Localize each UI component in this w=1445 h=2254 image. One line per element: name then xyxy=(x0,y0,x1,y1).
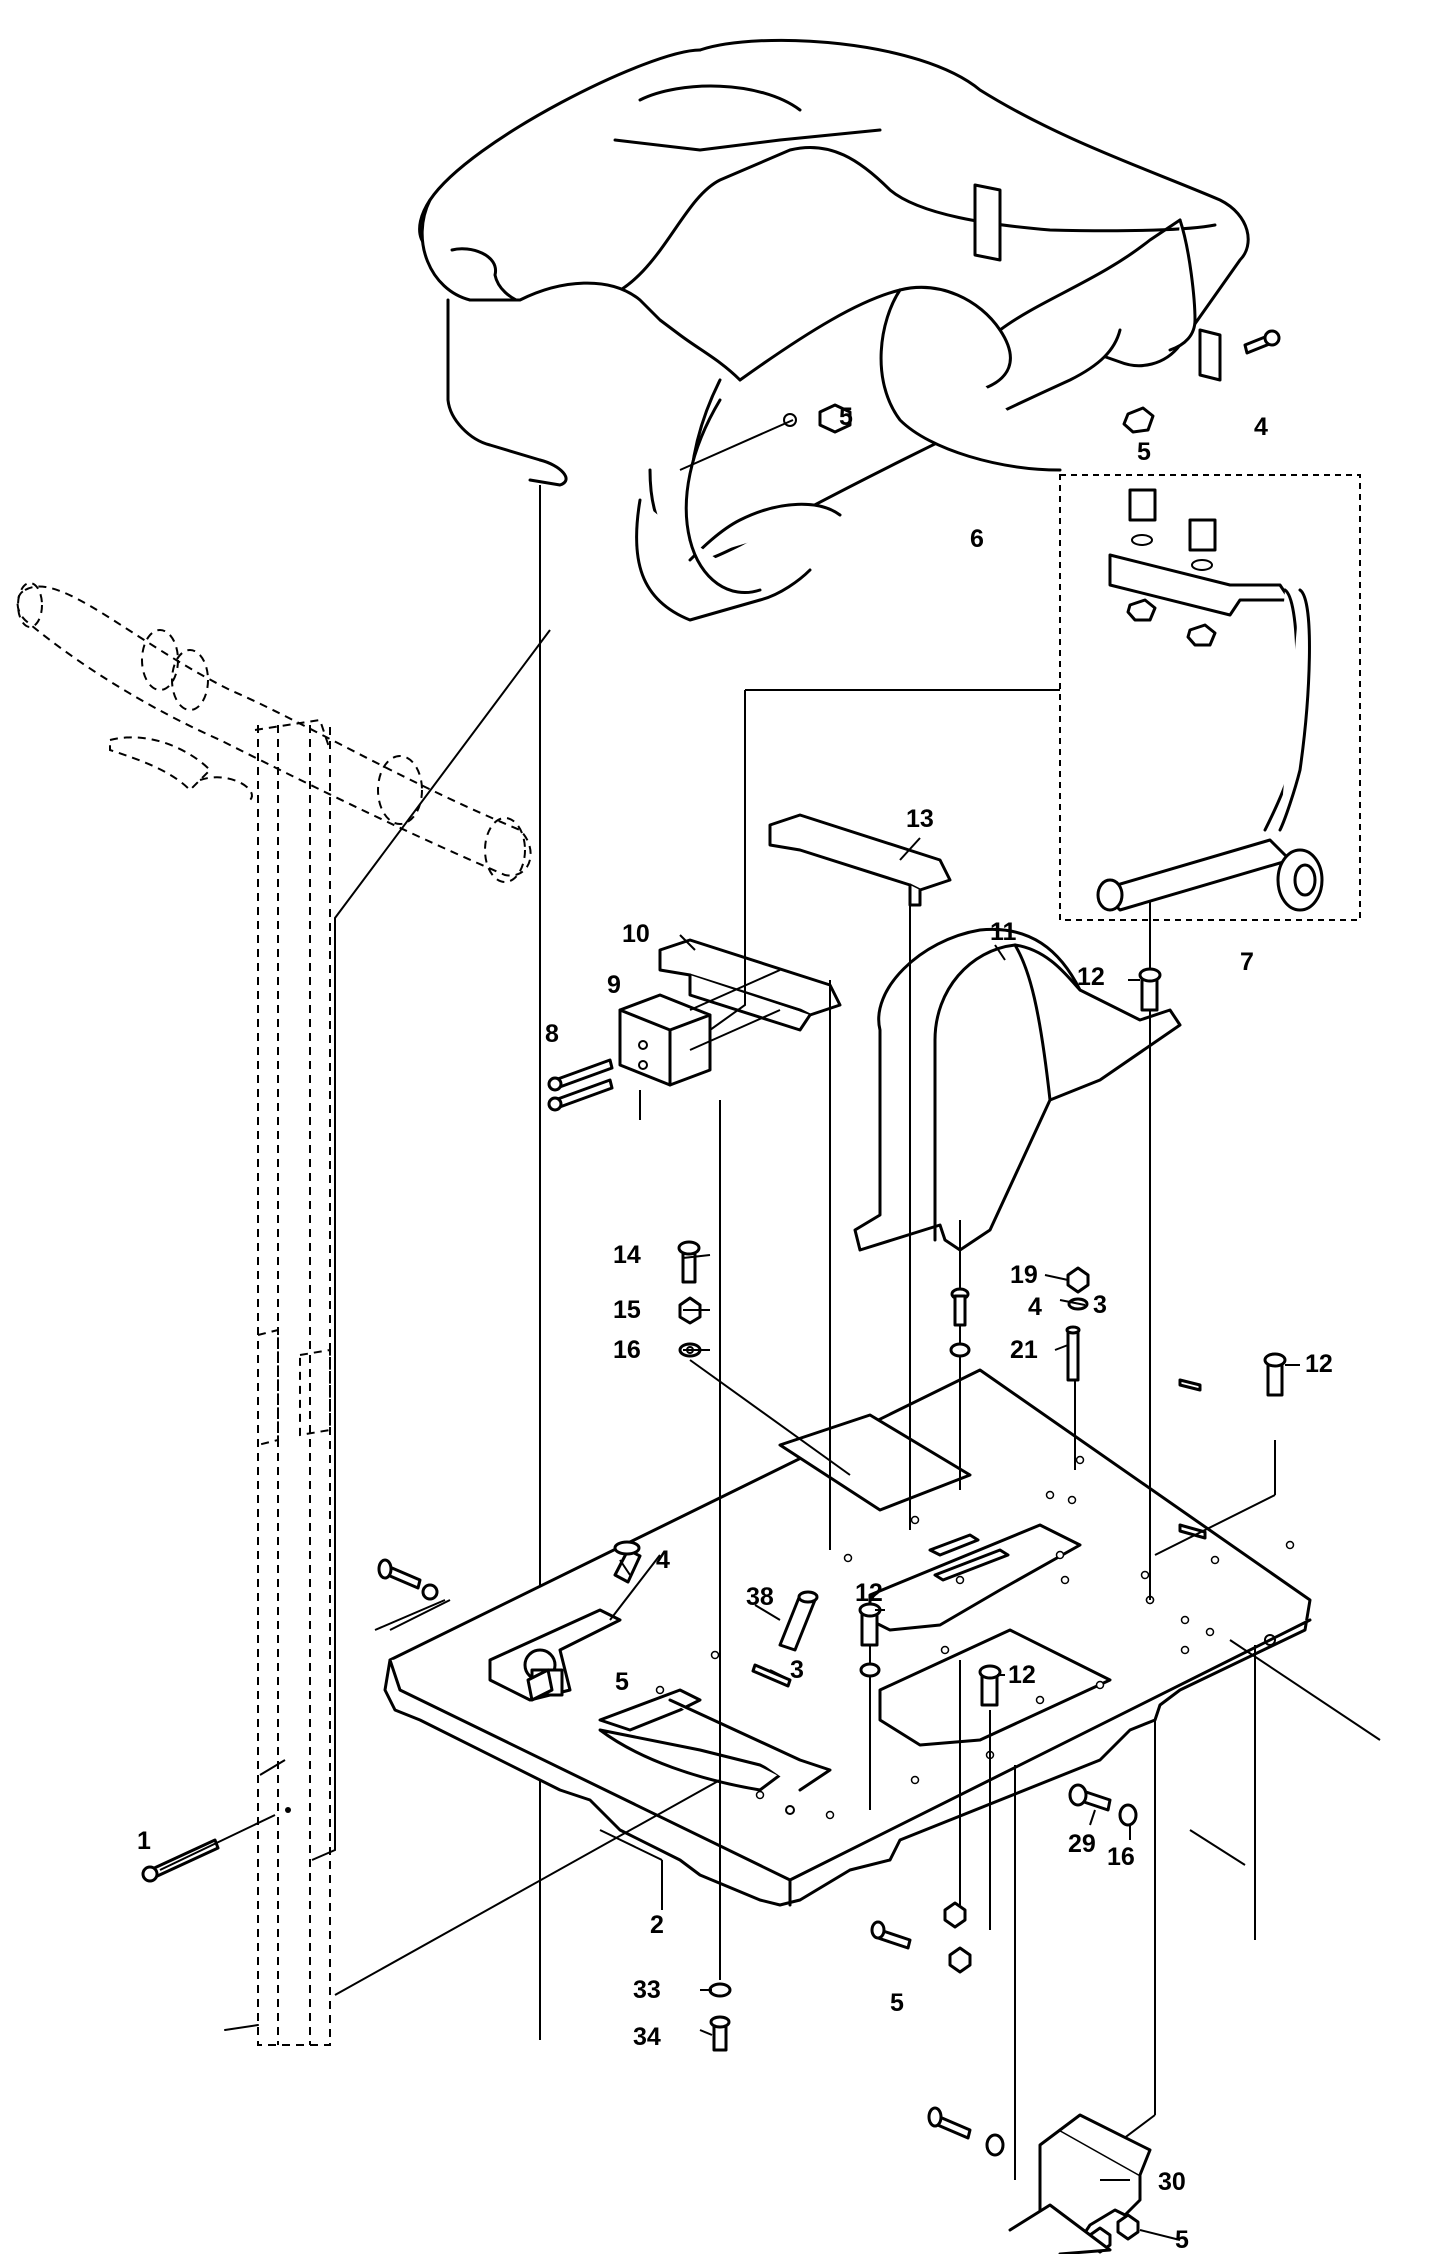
brackets xyxy=(547,813,952,1112)
callout-12d: 12 xyxy=(1008,1661,1036,1689)
callout-4c: 4 xyxy=(656,1546,670,1574)
callout-1: 1 xyxy=(137,1827,151,1855)
callout-labels: 1 2 3 3 4 4 4 5 5 5 5 5 6 7 8 9 10 11 12… xyxy=(137,403,1333,2254)
callout-34: 34 xyxy=(633,2023,661,2051)
frame-guard xyxy=(418,38,1250,622)
callout-15: 15 xyxy=(613,1296,641,1324)
alignment-lines xyxy=(259,900,1381,2180)
plate-holes xyxy=(655,1455,1295,1820)
callout-13: 13 xyxy=(906,805,934,833)
callout-3b: 3 xyxy=(790,1656,804,1684)
base-plate xyxy=(383,1368,1312,1907)
callout-6: 6 xyxy=(970,525,984,553)
callout-5e: 5 xyxy=(1175,2226,1189,2254)
callout-8: 8 xyxy=(545,1020,559,1048)
callout-16a: 16 xyxy=(613,1336,641,1364)
callout-12c: 12 xyxy=(855,1579,883,1607)
handle-assembly xyxy=(16,582,532,2046)
bracket-30 xyxy=(1008,2113,1152,2254)
callout-14: 14 xyxy=(613,1241,641,1269)
fasteners xyxy=(141,329,1287,2254)
callout-7: 7 xyxy=(1240,948,1254,976)
callout-38: 38 xyxy=(746,1583,774,1611)
callout-12a: 12 xyxy=(1077,963,1105,991)
callout-21: 21 xyxy=(1010,1336,1038,1364)
kit-box xyxy=(1059,474,1361,921)
callout-12b: 12 xyxy=(1305,1350,1333,1378)
callout-5b: 5 xyxy=(1137,438,1151,466)
callout-16b: 16 xyxy=(1107,1843,1135,1871)
belt-cover xyxy=(853,927,1182,1252)
callout-5a: 5 xyxy=(839,403,853,431)
callout-4b: 4 xyxy=(1028,1293,1042,1321)
callout-29: 29 xyxy=(1068,1830,1096,1858)
callout-30: 30 xyxy=(1158,2168,1186,2196)
leaders xyxy=(159,837,1300,2241)
callout-33: 33 xyxy=(633,1976,661,2004)
callout-4a: 4 xyxy=(1254,413,1268,441)
callout-3a: 3 xyxy=(1093,1291,1107,1319)
callout-5c: 5 xyxy=(615,1668,629,1696)
callout-10: 10 xyxy=(622,920,650,948)
callout-11: 11 xyxy=(990,918,1017,946)
callout-2: 2 xyxy=(650,1911,664,1939)
callout-5d: 5 xyxy=(890,1989,904,2017)
callout-19: 19 xyxy=(1010,1261,1038,1289)
callout-9: 9 xyxy=(607,971,621,999)
